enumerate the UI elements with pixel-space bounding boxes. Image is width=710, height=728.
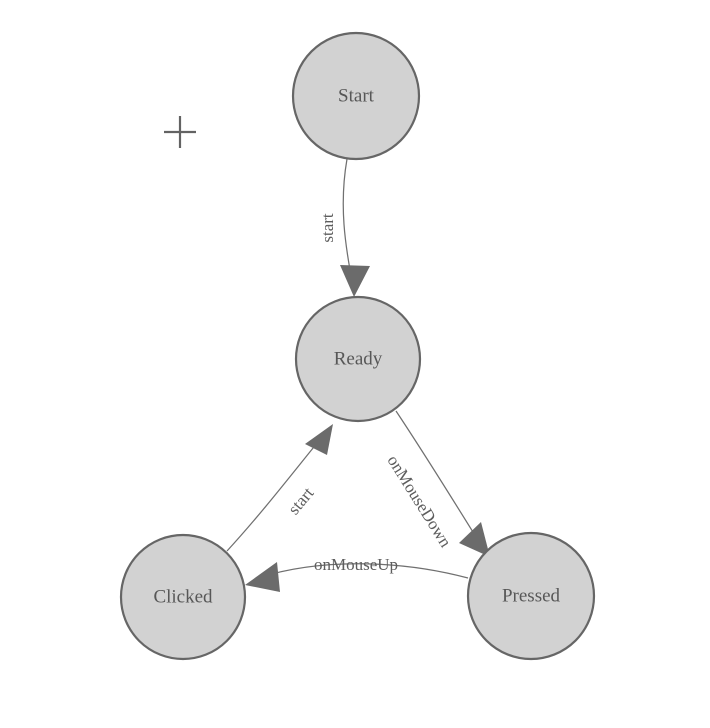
arrow-head-ready-to-pressed xyxy=(459,522,490,557)
arrow-head-pressed-to-clicked xyxy=(245,562,280,592)
node-clicked-circle[interactable] xyxy=(119,533,247,661)
node-ready-circle[interactable] xyxy=(294,295,422,423)
node-ready[interactable]: Ready xyxy=(294,295,422,423)
edge-label-clicked-to-ready: start xyxy=(284,483,318,518)
edge-path-clicked-to-ready xyxy=(226,436,323,552)
node-start-label: Start xyxy=(338,85,375,106)
edge-pressed-to-clicked[interactable]: onMouseUp xyxy=(245,555,469,592)
edge-label-pressed-to-clicked: onMouseUp xyxy=(314,555,398,574)
plus-crosshair-icon xyxy=(164,116,196,148)
arrow-head-start-to-ready xyxy=(340,265,370,297)
edge-label-start-to-ready: start xyxy=(318,213,337,243)
arrow-head-clicked-to-ready xyxy=(305,424,333,455)
edge-path-ready-to-pressed xyxy=(395,410,482,546)
edge-path-pressed-to-clicked xyxy=(257,563,469,579)
edge-ready-to-pressed[interactable]: onMouseDown xyxy=(384,410,490,557)
node-pressed[interactable]: Pressed xyxy=(466,531,596,661)
node-start-circle[interactable] xyxy=(291,31,421,161)
node-pressed-circle[interactable] xyxy=(466,531,596,661)
node-clicked[interactable]: Clicked xyxy=(119,533,247,661)
edge-start-to-ready[interactable]: start xyxy=(318,158,370,297)
edge-clicked-to-ready[interactable]: start xyxy=(226,424,333,552)
node-start[interactable]: Start xyxy=(291,31,421,161)
node-ready-label: Ready xyxy=(334,348,383,369)
node-clicked-label: Clicked xyxy=(153,586,213,607)
node-pressed-label: Pressed xyxy=(502,585,561,606)
edge-label-ready-to-pressed: onMouseDown xyxy=(384,452,456,551)
